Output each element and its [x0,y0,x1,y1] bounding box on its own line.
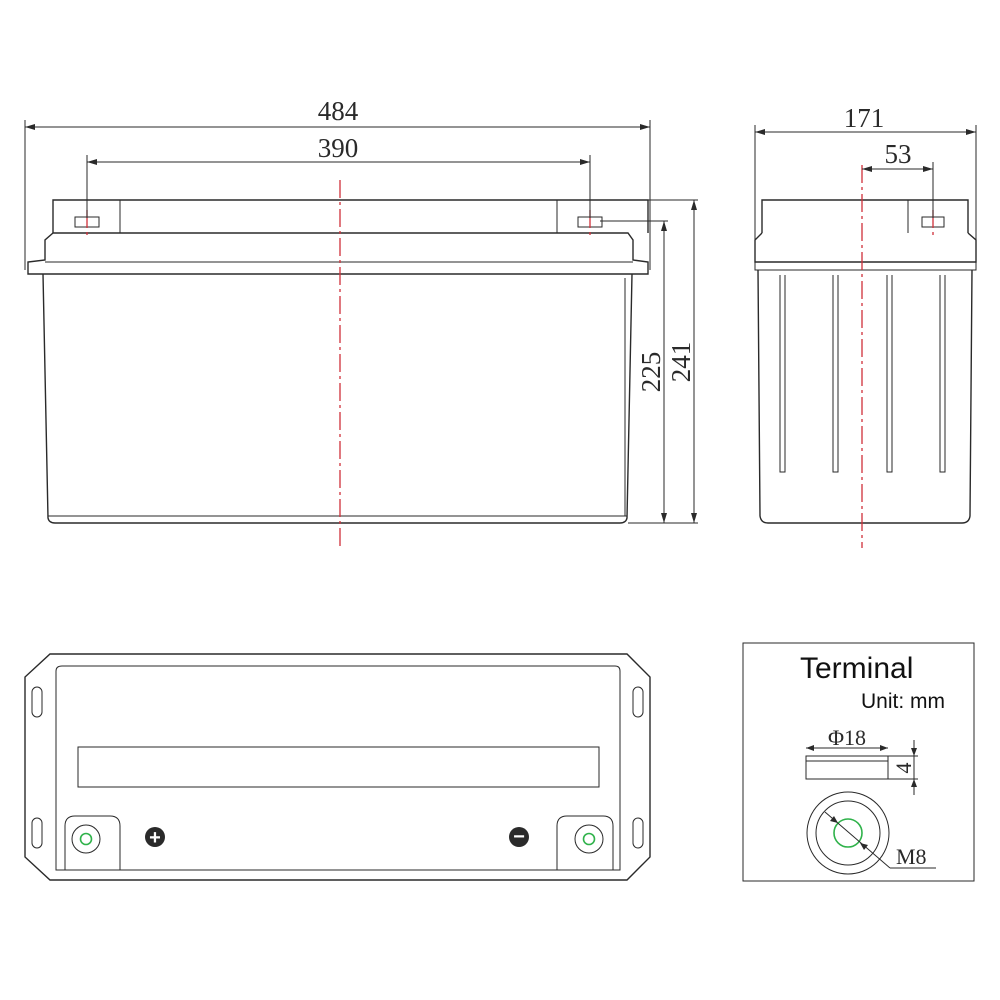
thread-leader-arrows [830,816,868,850]
front-container [42,273,633,524]
side-lid-body [754,232,977,263]
top-terminal-positive-hole [79,832,93,846]
side-lid-seam [754,262,977,271]
terminal-washer-circle [815,800,881,866]
terminal-diameter-label: Φ18 [828,725,866,750]
top-slot-left-upper [31,686,43,718]
top-terminal-negative [574,824,604,854]
top-terminal-pad-negative [556,815,614,870]
top-terminal-positive [71,824,101,854]
positive-symbol-label: + [149,827,161,849]
negative-symbol-label: − [513,826,525,848]
dim-390-label: 390 [318,133,359,163]
front-lid-body [27,232,649,275]
dim-484-label: 484 [318,96,359,126]
top-slot-right-upper [632,686,644,718]
side-ribs [779,275,946,473]
terminal-thickness-label: 4 [891,763,916,774]
negative-symbol-icon [509,827,529,847]
terminal-profile [805,755,889,780]
dim-225-label: 225 [636,352,666,393]
terminal-outer-circle [806,791,890,875]
terminal-thread-label: M8 [896,844,927,869]
top-lid-inner [55,665,621,871]
terminal-detail-box: Terminal Unit: mm Φ18 4 M8 [742,642,975,882]
top-view: + − [24,653,651,881]
dim-53-label: 53 [885,139,912,169]
top-slot-left-lower [31,817,43,849]
top-outline [24,653,651,881]
terminal-thread-hole [833,818,863,848]
terminal-detail-frame [742,642,975,882]
terminal-title: Terminal [800,652,913,685]
dim-thickness-arrows [911,748,917,787]
front-lid-top [52,199,649,233]
top-terminal-pad-positive [64,815,121,870]
top-label-recess [77,746,600,788]
terminal-unit: Unit: mm [861,690,945,713]
top-slot-right-lower [632,817,644,849]
positive-symbol-icon [145,827,165,847]
side-view [754,165,977,548]
dim-171-label: 171 [844,103,885,133]
side-container [757,269,973,524]
top-terminal-negative-hole [582,832,596,846]
front-view [27,180,649,548]
side-lid-top [761,199,969,233]
front-dimensions: 484 390 225 241 [24,96,698,524]
front-lid-step [119,200,558,233]
dim-241-label: 241 [666,342,696,383]
side-dimensions: 171 53 [754,103,977,240]
